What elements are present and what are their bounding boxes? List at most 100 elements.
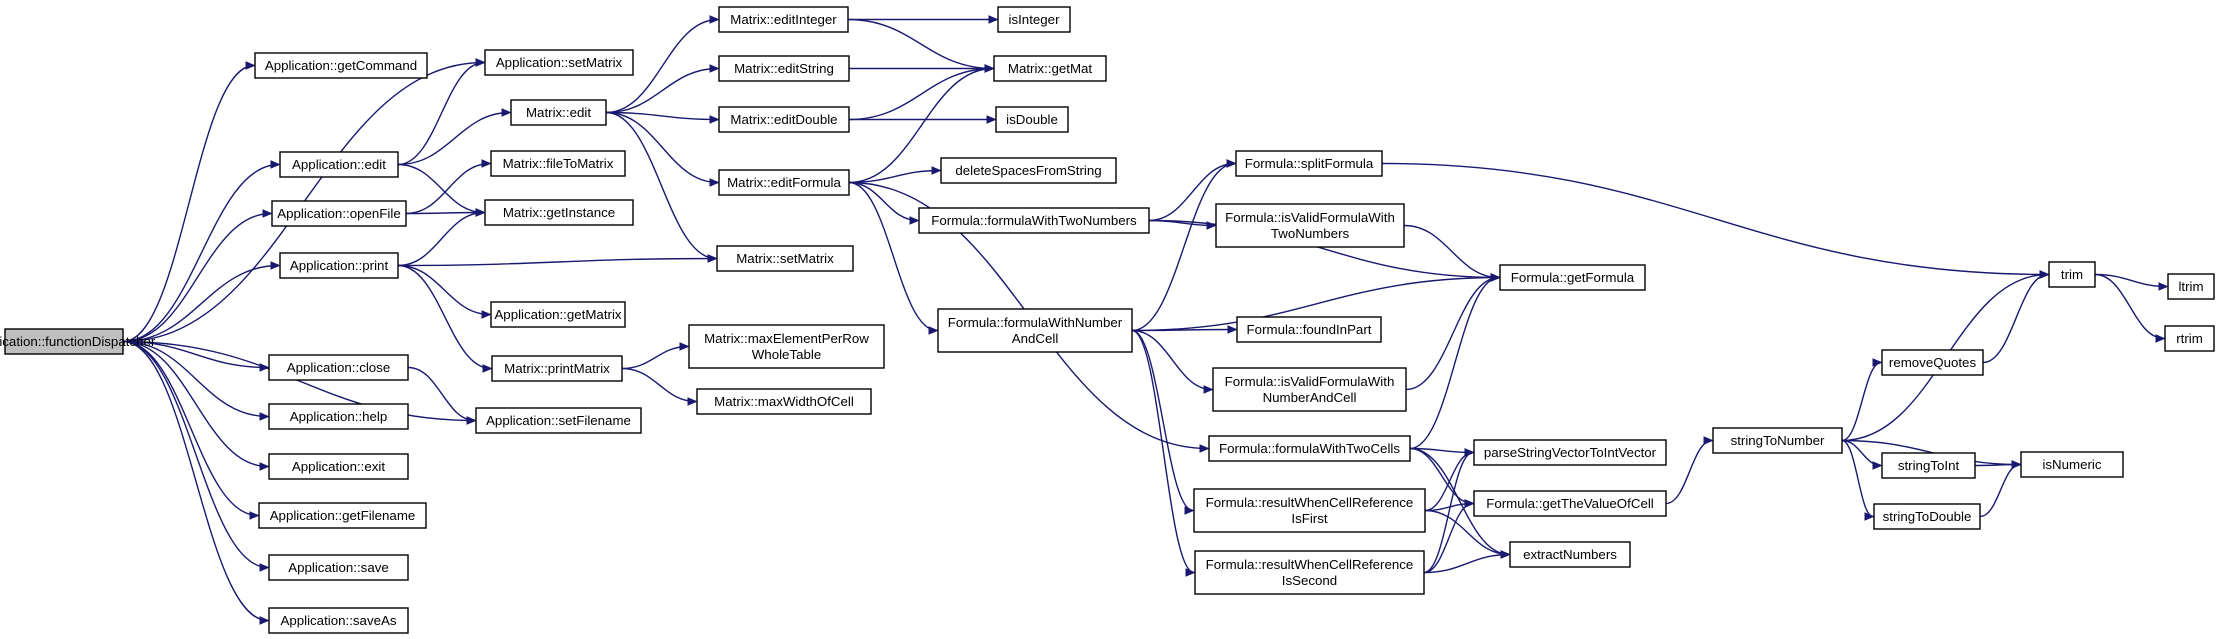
call-edge [1131,330,1236,331]
function-node[interactable]: Formula::foundInPart [1236,316,1382,343]
node-label: rtrim [2176,331,2203,346]
node-box [1712,427,1843,454]
function-node[interactable]: Matrix::editDouble [718,106,850,133]
node-box [718,55,850,82]
call-edge [1841,363,1881,442]
function-node[interactable]: Matrix::edit [510,99,607,126]
function-node[interactable]: Matrix::maxWidthOfCell [696,388,872,415]
node-label: deleteSpacesFromString [955,163,1101,178]
node-box [1235,150,1383,177]
function-node[interactable]: Formula::splitFormula [1235,150,1383,177]
function-node[interactable]: rtrim [2164,325,2215,352]
node-label: removeQuotes [1889,355,1977,370]
function-node[interactable]: Application::edit [279,151,399,178]
node-label: Matrix::maxWidthOfCell [714,394,854,409]
call-edge [2094,273,2167,287]
node-label: IsSecond [1282,573,1337,588]
function-node[interactable]: Application::openFile [271,200,407,227]
function-node[interactable]: isDouble [995,106,1069,133]
node-label: Application::getFilename [270,508,416,523]
function-node[interactable]: Formula::getFormula [1499,264,1646,291]
function-node[interactable]: Application::getCommand [254,52,428,79]
function-node[interactable]: Application::setMatrix [484,49,634,76]
node-box [484,199,634,226]
function-node[interactable]: stringToNumber [1712,427,1843,454]
function-node[interactable]: Matrix::editInteger [718,6,849,33]
function-node[interactable]: Application::getMatrix [490,301,626,328]
call-edge [605,20,718,114]
function-node[interactable]: stringToInt [1881,452,1976,479]
node-label: Formula::formulaWithTwoNumbers [931,213,1137,228]
call-edge [605,111,718,120]
node-label: Formula::isValidFormulaWith [1225,374,1395,389]
node-label: parseStringVectorToIntVector [1484,445,1657,460]
node-label: Application::getMatrix [494,307,621,322]
function-node[interactable]: Application::getFilename [258,502,427,529]
function-node[interactable]: extractNumbers [1509,541,1631,568]
function-node[interactable]: Application::save [268,554,409,581]
function-node[interactable]: Matrix::printMatrix [491,355,623,382]
call-edge [1131,329,1193,511]
call-edge [1409,447,1509,555]
node-box [1473,490,1667,517]
node-label: Matrix::getInstance [503,205,615,220]
call-edge [1841,439,1873,517]
node-box [271,200,407,227]
call-edge [1974,465,2020,466]
function-node[interactable]: isInteger [997,6,1071,33]
call-edge [1403,224,1499,278]
node-label: Application::edit [292,157,386,172]
function-node[interactable]: Formula::getTheValueOfCell [1473,490,1667,517]
node-label: Application::help [290,409,388,424]
function-node[interactable]: trim [2048,261,2096,288]
function-node[interactable]: removeQuotes [1881,349,1984,376]
function-node[interactable]: Application::print [279,252,399,279]
function-node[interactable]: Matrix::getMat [993,55,1107,82]
node-box [268,607,409,634]
call-edge [397,163,484,213]
node-label: Matrix::maxElementPerRow [704,331,869,346]
node-box [1499,264,1646,291]
function-node[interactable]: Formula::formulaWithTwoNumbers [918,207,1150,234]
call-edge [397,259,716,267]
node-box [258,502,427,529]
node-label: Application::setMatrix [496,55,623,70]
function-node[interactable]: parseStringVectorToIntVector [1473,439,1667,466]
function-node[interactable]: Matrix::editFormula [718,169,850,196]
function-node[interactable]: Matrix::editString [718,55,850,82]
function-node[interactable]: Application::setFilename [475,407,642,434]
node-label: stringToInt [1898,458,1960,473]
function-node[interactable]: Application::exit [268,453,409,480]
root-function-node[interactable]: Application::functionDispatcher [0,328,156,355]
function-node[interactable]: Application::saveAs [268,607,409,634]
node-box [1873,503,1981,530]
call-edge [122,266,279,343]
node-box [491,355,623,382]
function-node[interactable]: deleteSpacesFromString [940,157,1117,184]
node-box [2164,325,2215,352]
call-edge [122,340,268,467]
function-node[interactable]: Application::help [268,403,409,430]
function-node[interactable]: Matrix::fileToMatrix [490,150,626,177]
node-label: trim [2061,267,2083,282]
call-edge [1405,278,1499,391]
node-box [279,252,399,279]
function-node[interactable]: ltrim [2167,273,2215,300]
node-box [718,169,850,196]
function-node[interactable]: Formula::formulaWithTwoCells [1208,435,1411,462]
node-label: Application::functionDispatcher [0,334,156,349]
call-edge [1148,219,1499,278]
function-node[interactable]: stringToDouble [1873,503,1981,530]
function-node[interactable]: isNumeric [2020,451,2124,478]
function-node[interactable]: Matrix::setMatrix [716,245,854,272]
function-node[interactable]: Application::close [268,354,409,381]
node-label: Matrix::editFormula [727,175,841,190]
function-node[interactable]: Matrix::getInstance [484,199,634,226]
call-edge [407,366,475,421]
